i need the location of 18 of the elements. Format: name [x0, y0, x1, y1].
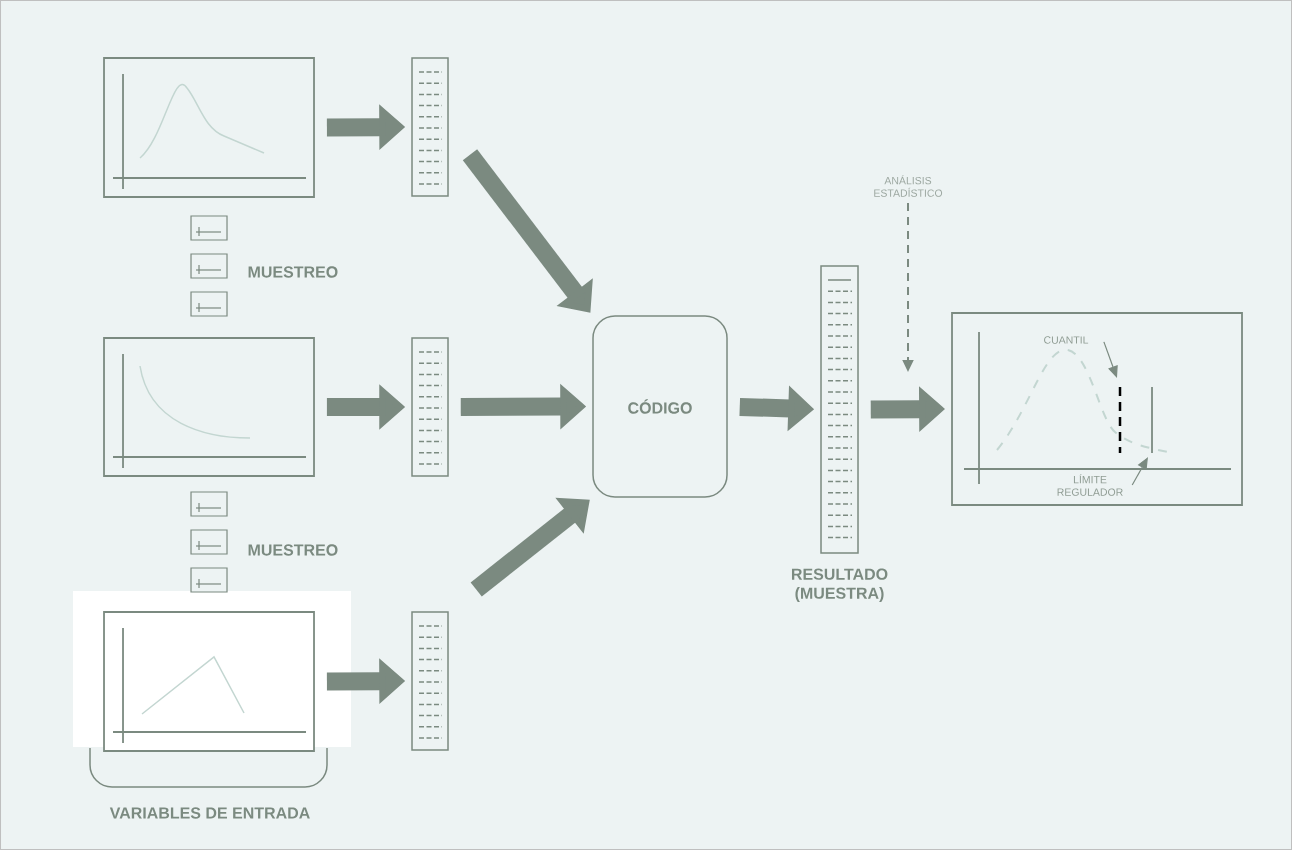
data-column	[411, 337, 449, 477]
arrow	[470, 497, 590, 597]
data-column	[411, 57, 449, 197]
chart-drawing	[103, 57, 315, 198]
arrow	[462, 149, 593, 313]
annotation-text: CUANTIL	[1044, 336, 1089, 344]
process-box: CÓDIGO	[592, 315, 728, 498]
chart-drawing	[103, 611, 315, 752]
section-label: VARIABLES DE ENTRADA	[109, 807, 310, 819]
annotation-text: LÍMITE REGULADOR	[1057, 474, 1123, 496]
chart-drawing	[103, 337, 315, 477]
section-label: MUESTREO	[248, 544, 338, 556]
data-column	[411, 611, 449, 751]
arrow	[1103, 341, 1118, 378]
section-label: MUESTREO	[248, 266, 338, 278]
caption-text: RESULTADO (MUESTRA)	[792, 568, 888, 603]
annotation-text: ANÁLISIS ESTADÍSTICO	[874, 175, 943, 197]
arrow	[1131, 457, 1148, 486]
